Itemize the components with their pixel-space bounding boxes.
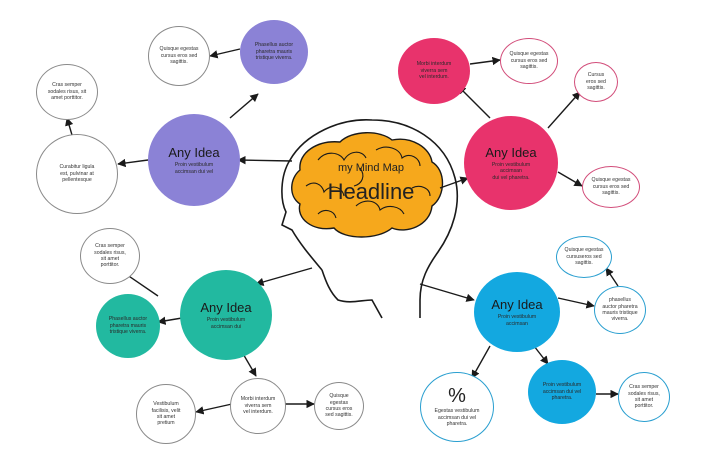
node-text: Quisque egestas cursus eros sed sagittis… bbox=[325, 393, 353, 419]
node-text: Cras semper sodales risus, sit amet port… bbox=[47, 82, 87, 102]
node-pink-right-top[interactable]: Cursus eros sed sagittis. bbox=[574, 62, 618, 102]
node-purple-left[interactable]: Curabitur ligula est, pulvinar at pellen… bbox=[36, 134, 118, 214]
idea-body: Proin vestibulum accimsan dui vel bbox=[174, 162, 214, 175]
node-text: Cras semper sodales risus, sit amet port… bbox=[94, 243, 126, 269]
node-text: phasellus auctor pharetra mauris tristiq… bbox=[602, 297, 638, 323]
node-blue-bottom-right[interactable]: Proin vestibulum accimsan dui vel pharet… bbox=[528, 360, 596, 424]
idea-title: Any Idea bbox=[491, 297, 543, 313]
percent-icon: % bbox=[448, 385, 466, 408]
node-text: Quisque egestas cursus eros sed sagittis… bbox=[159, 46, 199, 66]
node-text: Quisque egestas cursus eros sed sagittis… bbox=[509, 51, 549, 71]
idea-node-teal[interactable]: Any Idea Proin vestibulum accimsan dui bbox=[180, 270, 272, 360]
idea-title: Any Idea bbox=[168, 145, 220, 161]
node-teal-left[interactable]: Phasellus auctor pharetra mauris tristiq… bbox=[96, 294, 160, 358]
node-text: Morbi interdum viverra sem vel interdum. bbox=[416, 61, 452, 81]
node-blue-far-right[interactable]: Cras semper sodales risus, sit amet port… bbox=[618, 372, 670, 422]
node-text: Cras semper sodales risus, sit amet port… bbox=[628, 384, 660, 410]
node-blue-right[interactable]: phasellus auctor pharetra mauris tristiq… bbox=[594, 286, 646, 334]
node-teal-bottom-right[interactable]: Quisque egestas cursus eros sed sagittis… bbox=[314, 382, 364, 430]
idea-node-blue[interactable]: Any Idea Proin vestibulum accimsan bbox=[474, 272, 560, 352]
node-pink-top-right[interactable]: Quisque egestas cursus eros sed sagittis… bbox=[500, 38, 558, 84]
node-purple-top-left[interactable]: Quisque egestas cursus eros sed sagittis… bbox=[148, 26, 210, 86]
brain-folds bbox=[305, 146, 431, 219]
idea-body: Proin vestibulum accimsan dui bbox=[206, 317, 246, 330]
node-blue-top[interactable]: Quisque egestas cursuseros sed sagittis. bbox=[556, 236, 612, 278]
node-purple-top[interactable]: Phasellus auctor pharetra mauris tristiq… bbox=[240, 20, 308, 84]
idea-body: Proin vestibulum accimsan bbox=[497, 314, 537, 327]
idea-node-pink[interactable]: Any Idea Proin vestibulum accimsan dui v… bbox=[464, 116, 558, 210]
node-pink-top[interactable]: Morbi interdum viverra sem vel interdum. bbox=[398, 38, 470, 104]
node-text: Phasellus auctor pharetra mauris tristiq… bbox=[108, 316, 148, 336]
idea-body: Proin vestibulum accimsan dui vel pharet… bbox=[491, 161, 531, 181]
node-text: Phasellus auctor pharetra mauris tristiq… bbox=[254, 42, 294, 62]
node-pink-right-bottom[interactable]: Quisque egestas cursus eros sed sagittis… bbox=[582, 166, 640, 208]
node-text: Quisque egestas cursus eros sed sagittis… bbox=[591, 177, 631, 197]
node-blue-bottom-left[interactable]: % Egestas vestibulum accimsan dui vel ph… bbox=[420, 372, 494, 442]
node-teal-top-left[interactable]: Cras semper sodales risus, sit amet port… bbox=[80, 228, 140, 284]
idea-title: Any Idea bbox=[200, 300, 252, 316]
node-text: Vestibulum facilisis, velit sit amet pre… bbox=[151, 401, 181, 427]
node-teal-bottom[interactable]: Morbi interdum viverra sem vel interdum. bbox=[230, 378, 286, 434]
idea-title: Any Idea bbox=[485, 144, 537, 160]
node-text: Morbi interdum viverra sem vel interdum. bbox=[240, 396, 276, 416]
headline-title: Headline bbox=[327, 179, 415, 204]
node-purple-left-top[interactable]: Cras semper sodales risus, sit amet port… bbox=[36, 64, 98, 120]
node-teal-bottom-left[interactable]: Vestibulum facilisis, velit sit amet pre… bbox=[136, 384, 196, 444]
headline-subtitle: my Mind Map bbox=[337, 162, 405, 174]
node-text: Cursus eros sed sagittis. bbox=[586, 72, 606, 92]
node-text: Quisque egestas cursuseros sed sagittis. bbox=[564, 247, 604, 267]
head-silhouette bbox=[281, 119, 459, 319]
node-text: Egestas vestibulum accimsan dui vel phar… bbox=[434, 408, 480, 428]
node-text: Curabitur ligula est, pulvinar at pellen… bbox=[59, 164, 95, 184]
idea-node-purple[interactable]: Any Idea Proin vestibulum accimsan dui v… bbox=[148, 114, 240, 206]
node-text: Proin vestibulum accimsan dui vel pharet… bbox=[542, 382, 582, 402]
